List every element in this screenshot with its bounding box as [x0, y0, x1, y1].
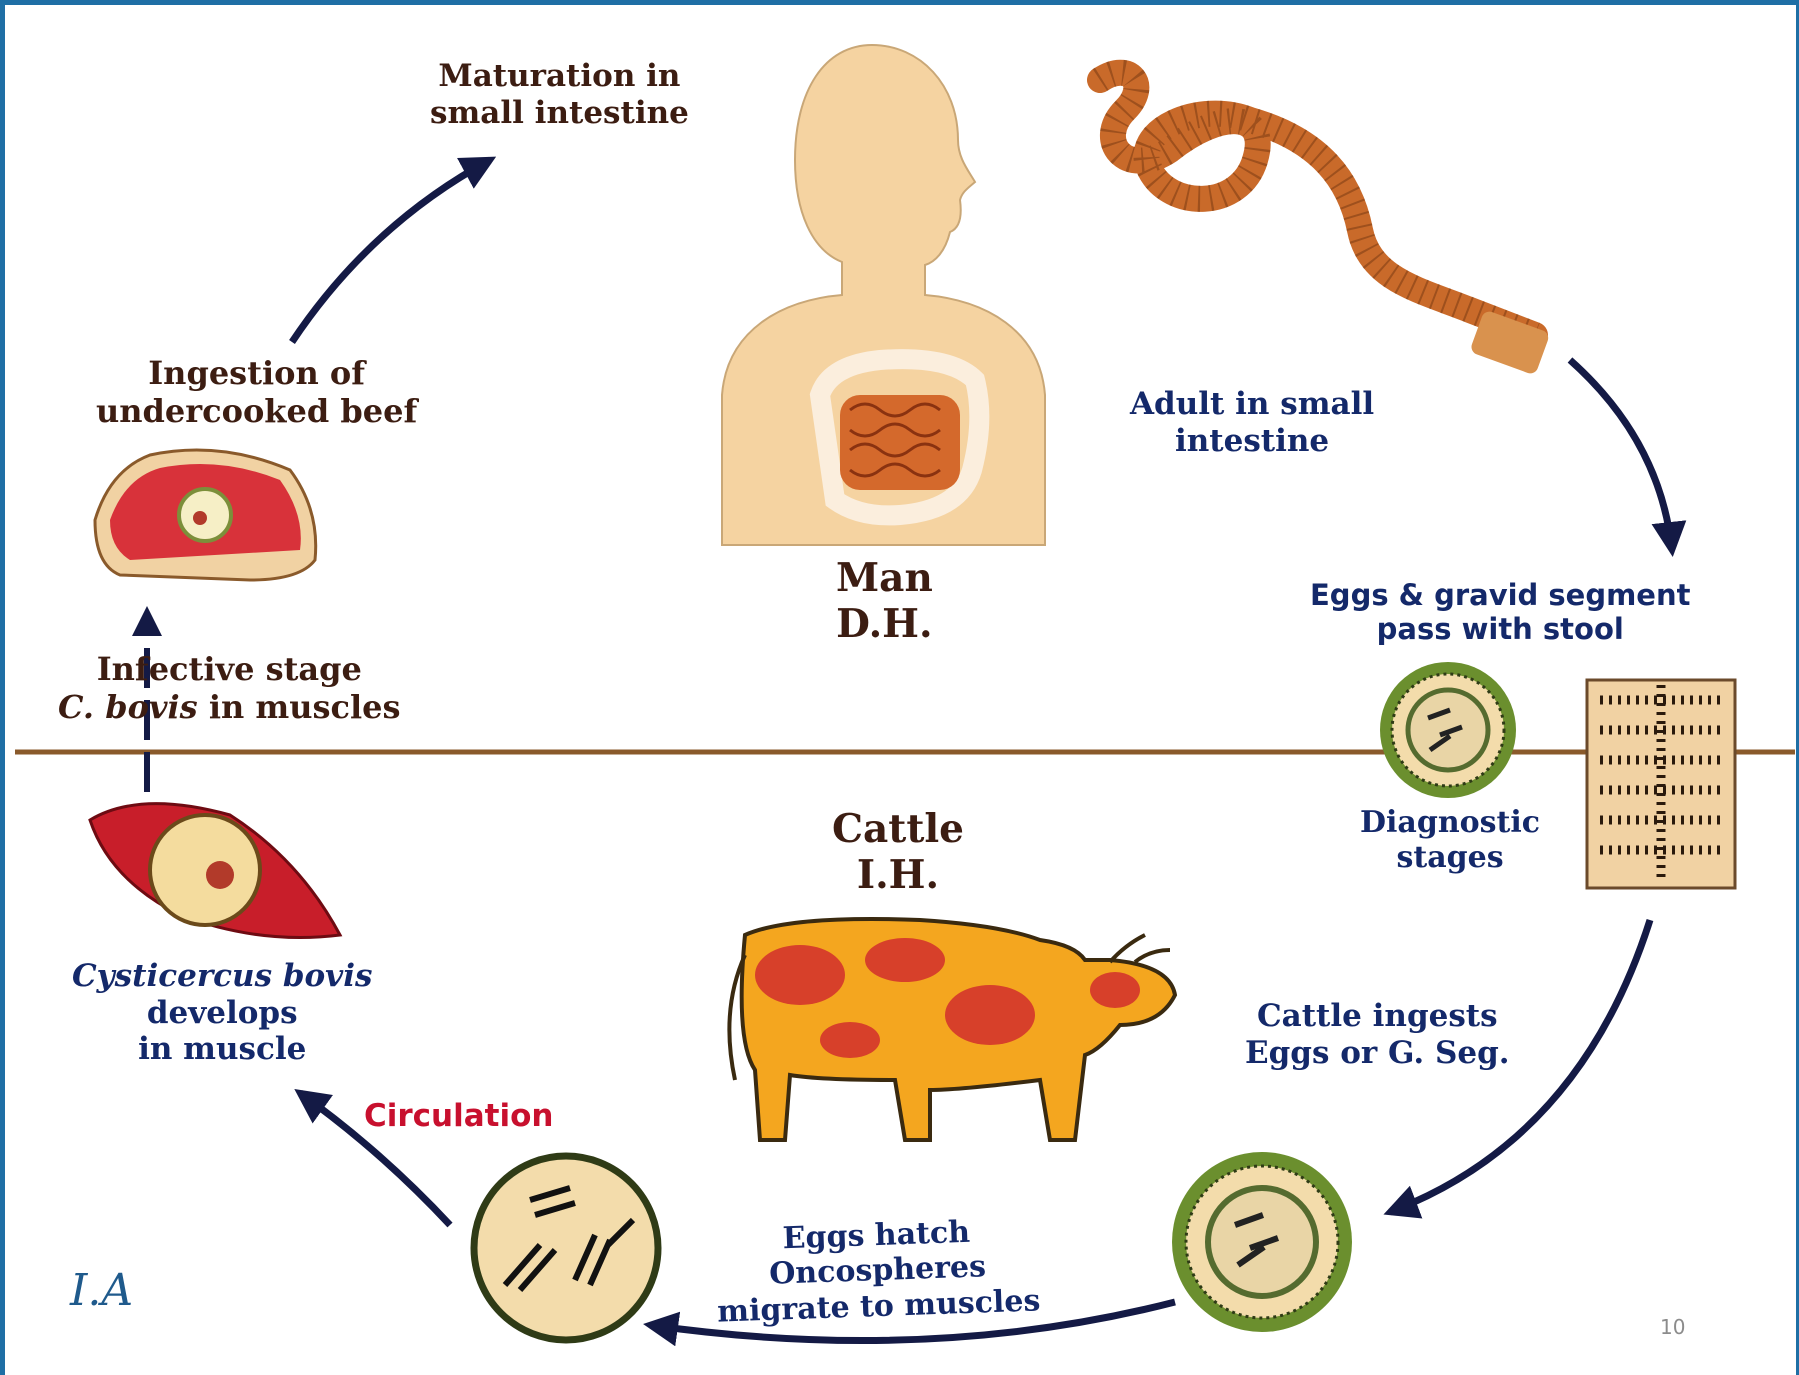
circulation-label: Circulation: [364, 1098, 553, 1135]
eggs-pass-line2: pass with stool: [1310, 612, 1690, 646]
eggs-pass-label: Eggs & gravid segment pass with stool: [1310, 578, 1690, 646]
cysticercus-line2: develops: [72, 995, 372, 1032]
ingestion-label-line2: undercooked beef: [96, 393, 417, 431]
cattle-host-line2: I.H.: [832, 852, 964, 898]
ingestion-label-line1: Ingestion of: [96, 355, 417, 393]
beef-meat-icon: [95, 450, 316, 580]
cysticercus-line1: Cysticercus bovis: [72, 958, 372, 995]
cattle-ingests-line1: Cattle ingests: [1245, 998, 1510, 1035]
human-host-line2: D.H.: [836, 601, 933, 647]
infective-stage-line1: Infective stage: [58, 651, 401, 689]
human-host-label: Man D.H.: [836, 555, 933, 647]
infective-stage-label: Infective stage C. bovis in muscles: [58, 651, 401, 727]
maturation-label-line2: small intestine: [430, 95, 689, 132]
diagnostic-line1: Diagnostic: [1360, 805, 1540, 840]
infective-stage-location: in muscles: [198, 688, 401, 726]
cysticercus-line3: in muscle: [72, 1031, 372, 1068]
ingestion-label: Ingestion of undercooked beef: [96, 355, 417, 431]
egg-diagnostic-icon: [1380, 662, 1516, 798]
egg-ingested-icon: [1172, 1152, 1352, 1332]
arrow-worm-to-eggs: [1570, 360, 1672, 550]
author-signature: I.A: [70, 1265, 133, 1317]
diagnostic-stages-label: Diagnostic stages: [1360, 805, 1540, 876]
oncosphere-icon: [474, 1156, 658, 1340]
cattle-host-label: Cattle I.H.: [832, 806, 964, 898]
infective-stage-line2: C. bovis in muscles: [58, 689, 401, 727]
adult-label-line1: Adult in small: [1130, 386, 1374, 423]
cattle-ingests-label: Cattle ingests Eggs or G. Seg.: [1245, 998, 1510, 1071]
eggs-hatch-label: Eggs hatch Oncospheres migrate to muscle…: [714, 1212, 1041, 1329]
muscle-cyst-icon: [90, 804, 340, 938]
human-silhouette-icon: [722, 45, 1045, 545]
slide-number: 10: [1660, 1316, 1685, 1340]
human-host-line1: Man: [836, 555, 933, 601]
arrow-to-maturation: [292, 160, 490, 342]
cysticercus-label: Cysticercus bovis develops in muscle: [72, 958, 372, 1068]
cattle-ingests-line2: Eggs or G. Seg.: [1245, 1035, 1510, 1072]
tapeworm-icon: [1100, 73, 1550, 376]
adult-label: Adult in small intestine: [1130, 386, 1374, 459]
gravid-segment-icon: [1587, 680, 1735, 888]
infective-stage-species: C. bovis: [58, 688, 198, 726]
cow-icon: [729, 919, 1175, 1140]
adult-label-line2: intestine: [1130, 423, 1374, 460]
maturation-label-line1: Maturation in: [430, 58, 689, 95]
eggs-pass-line1: Eggs & gravid segment: [1310, 578, 1690, 612]
diagnostic-line2: stages: [1360, 840, 1540, 875]
maturation-label: Maturation in small intestine: [430, 58, 689, 131]
cattle-host-line1: Cattle: [832, 806, 964, 852]
